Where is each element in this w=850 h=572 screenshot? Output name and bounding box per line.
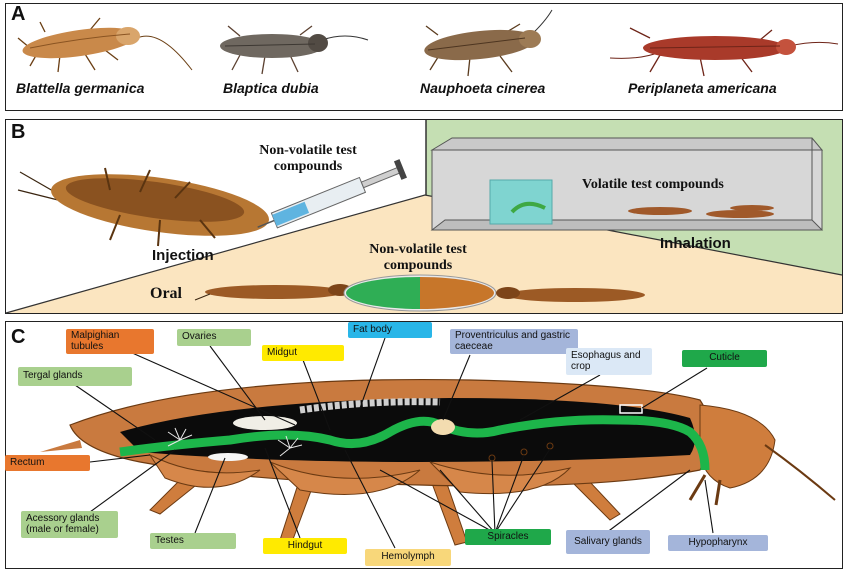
- species-label-blaptica: Blaptica dubia: [223, 80, 319, 96]
- tag-testes: Testes: [150, 533, 236, 549]
- tag-hypopharynx: Hypopharynx: [668, 535, 768, 551]
- oral-roach-left: [194, 284, 352, 301]
- oral-roach-right: [496, 287, 645, 302]
- oral-compounds-label: Non-volatile test compounds: [369, 242, 467, 274]
- periplaneta-americana-illustration: [609, 27, 839, 77]
- tag-malpighian-tubules: Malpighian tubules: [66, 329, 154, 354]
- inhalation-chamber: [430, 137, 824, 231]
- tag-salivary-glands: Salivary glands: [566, 530, 650, 554]
- oral-background: [6, 195, 842, 313]
- tag-hindgut: Hindgut: [263, 538, 347, 554]
- species-label-periplaneta: Periplaneta americana: [628, 80, 777, 96]
- tag-rectum: Rectum: [5, 455, 90, 471]
- panel-c-label: C: [11, 326, 26, 348]
- injection-roach-illustration: [17, 167, 269, 247]
- cuticle-marker: [619, 404, 643, 414]
- nauphoeta-cinerea-illustration: [424, 9, 553, 77]
- blaptica-dubia-illustration: [220, 25, 369, 75]
- tag-tergal-glands: Tergal glands: [18, 367, 132, 386]
- injection-label: Injection: [152, 247, 214, 264]
- leader-lines: [74, 337, 714, 549]
- testes-organ: [208, 453, 248, 461]
- species-label-nauphoeta: Nauphoeta cinerea: [420, 80, 546, 96]
- volatile-compounds-label: Volatile test compounds: [582, 177, 724, 192]
- tag-ovaries: Ovaries: [177, 329, 251, 346]
- syringe-icon: [257, 159, 407, 229]
- proventriculus-organ: [431, 419, 455, 435]
- species-label-blattella: Blattella germanica: [16, 80, 145, 96]
- oral-label: Oral: [150, 285, 182, 302]
- petri-dish-icon: [343, 274, 497, 312]
- tag-fat-body: Fat body: [348, 322, 432, 338]
- tag-hemolymph: Hemolymph: [365, 549, 451, 566]
- panel-b-label: B: [11, 121, 26, 143]
- tag-spiracles: Spiracles: [465, 529, 551, 545]
- tag-esophagus: Esophagus and crop: [566, 348, 652, 375]
- ovaries-organ: [233, 416, 297, 430]
- tag-cuticle: Cuticle: [682, 350, 767, 367]
- tag-accessory-glands: Acessory glands (male or female): [21, 511, 118, 538]
- beaker-icon: [489, 179, 553, 225]
- fat-body-tissue: [299, 398, 441, 414]
- blattella-germanica-illustration: [17, 17, 193, 73]
- tag-midgut: Midgut: [262, 345, 344, 361]
- inhalation-label: Inhalation: [660, 235, 731, 252]
- injection-compounds-label: Non-volatile test compounds: [259, 143, 357, 175]
- chamber-roaches: [628, 205, 774, 218]
- panel-a-label: A: [11, 3, 26, 25]
- malpighian-tufts: [167, 427, 303, 457]
- tag-proventriculus: Proventriculus and gastric caeceae: [450, 329, 578, 354]
